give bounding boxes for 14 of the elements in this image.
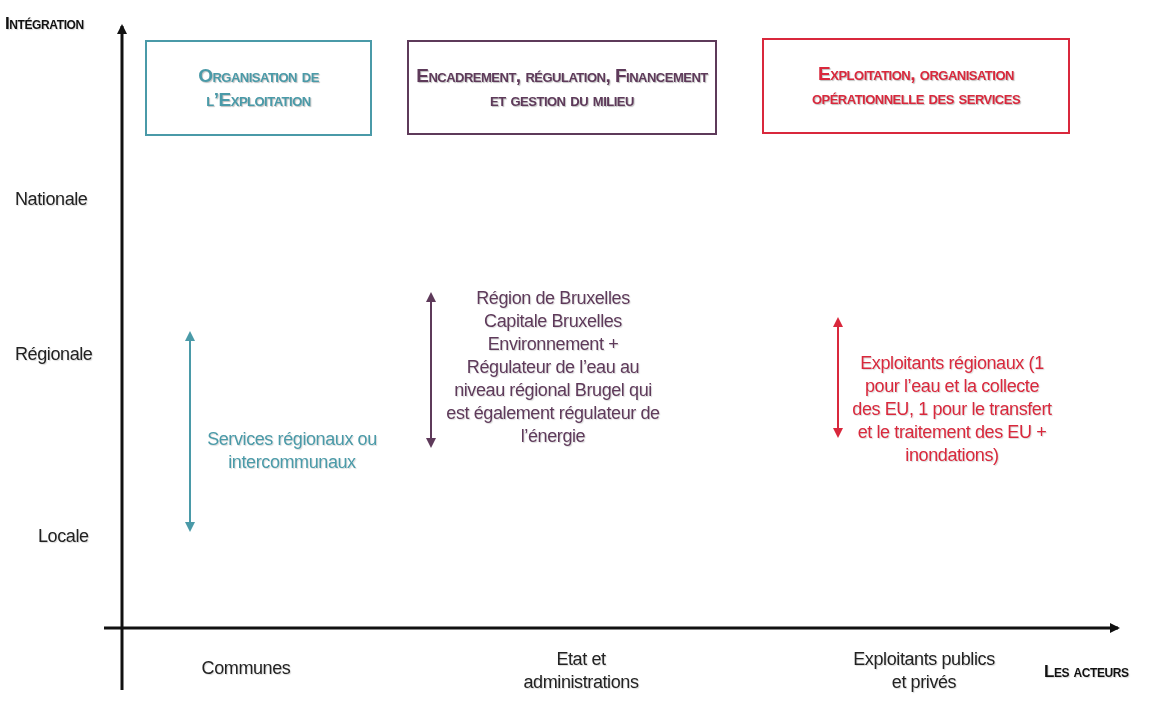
actor-category-label: Communes <box>200 657 292 680</box>
actor-description: Services régionaux ou intercommunaux <box>206 428 378 474</box>
axis-level-label: Locale <box>38 525 89 548</box>
actor-description: Exploitants régionaux (1 pour l’eau et la collecte des EU, 1 pour le transfert et le traitement des EU + inondations) <box>852 352 1052 467</box>
actor-category-label: Etat et administrations <box>522 648 640 694</box>
axis-level-label: Régionale <box>15 343 93 366</box>
category-box: Encadrement, régulation, Financement et gestion du milieu <box>407 40 717 135</box>
actor-description: Région de Bruxelles Capitale Bruxelles Environnement + Régulateur de l’eau au niveau régional Brugel qui est également régulateur de l’énergie <box>445 287 661 448</box>
category-box: Exploitation, organisation opérationnelle des services <box>762 38 1070 134</box>
axis-level-label: Nationale <box>15 188 88 211</box>
actor-category-label: Exploitants publics et privés <box>852 648 996 694</box>
category-box: Organisation de l’Exploitation <box>145 40 372 136</box>
axis-title: Les acteurs <box>1044 661 1129 683</box>
axis-title: Intégration <box>5 13 84 35</box>
